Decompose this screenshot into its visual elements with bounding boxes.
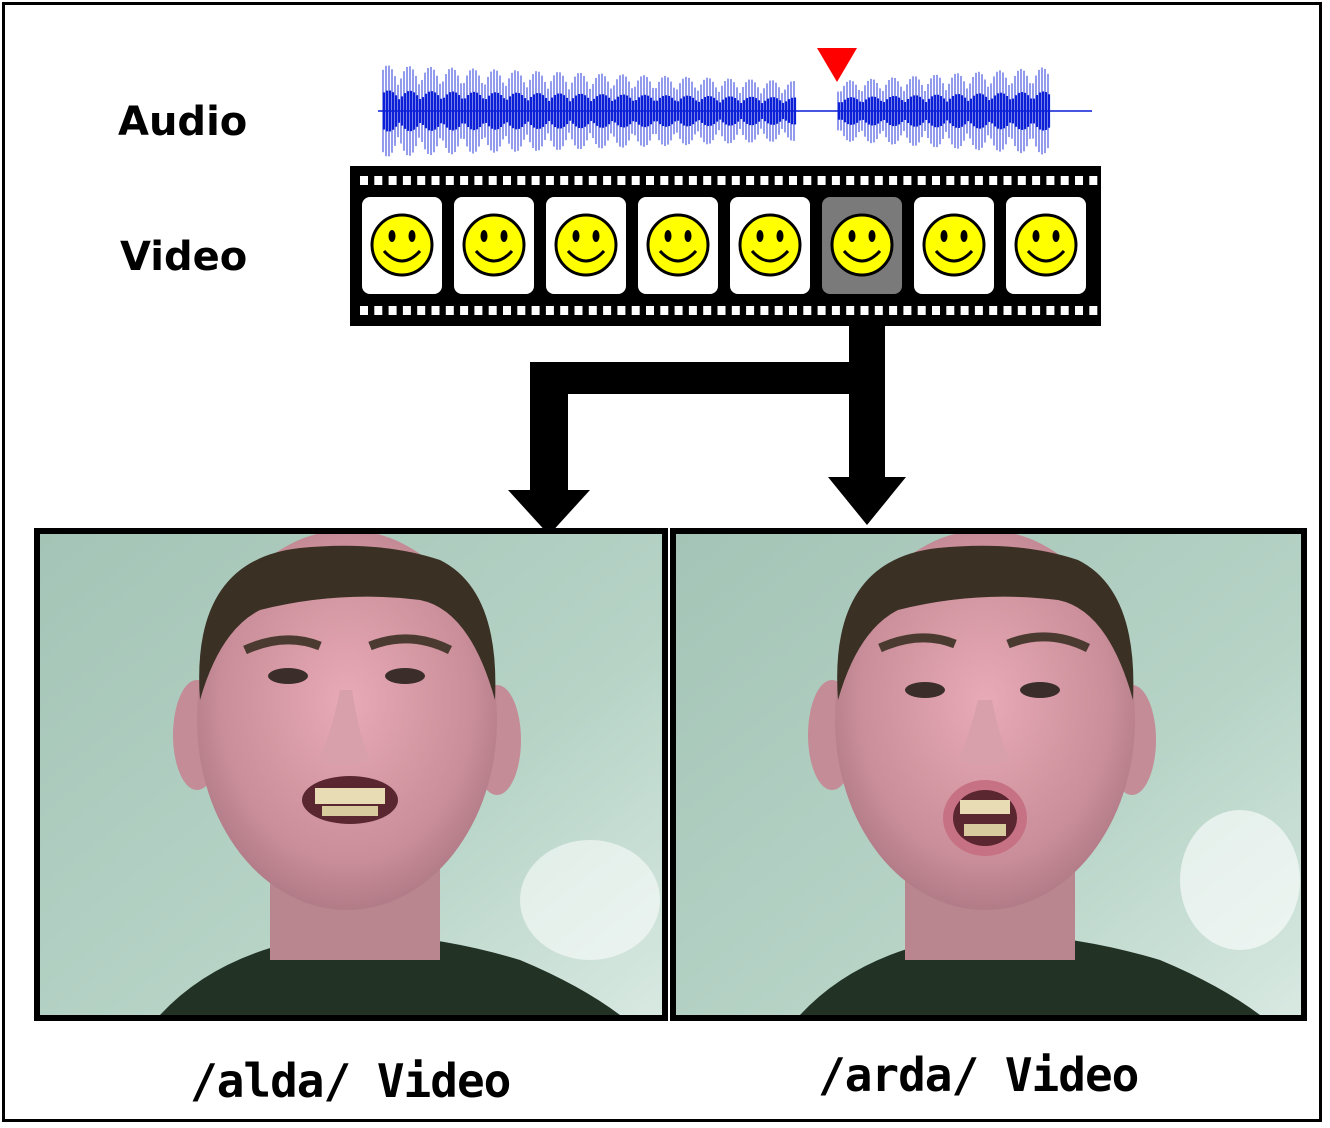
arda-video-caption: /arda/ Video xyxy=(818,1048,1139,1102)
film-frame xyxy=(914,197,994,294)
film-frame xyxy=(822,197,902,294)
film-frame xyxy=(454,197,534,294)
smiley-face-icon xyxy=(738,213,802,277)
smiley-face-icon xyxy=(646,213,710,277)
film-frame xyxy=(730,197,810,294)
film-frame xyxy=(638,197,718,294)
branch-arrows xyxy=(508,325,906,535)
smiley-face-icon xyxy=(1014,213,1078,277)
smiley-face-icon xyxy=(462,213,526,277)
smiley-face-icon xyxy=(554,213,618,277)
arrow-head-right xyxy=(828,477,906,525)
film-strip xyxy=(350,166,1101,326)
alda-video-caption: /alda/ Video xyxy=(190,1054,511,1108)
audio-label: Audio xyxy=(118,99,248,145)
arrow-head-left xyxy=(508,490,590,535)
film-frame xyxy=(1006,197,1086,294)
video-label: Video xyxy=(120,234,248,280)
alda-video-frame xyxy=(34,528,668,1021)
audio-waveform xyxy=(378,65,1092,157)
arda-video-frame xyxy=(670,528,1307,1021)
smiley-face-icon xyxy=(370,213,434,277)
film-frame xyxy=(362,197,442,294)
smiley-face-icon xyxy=(922,213,986,277)
smiley-face-icon xyxy=(830,213,894,277)
red-triangle-marker-icon xyxy=(817,48,857,82)
film-frame xyxy=(546,197,626,294)
